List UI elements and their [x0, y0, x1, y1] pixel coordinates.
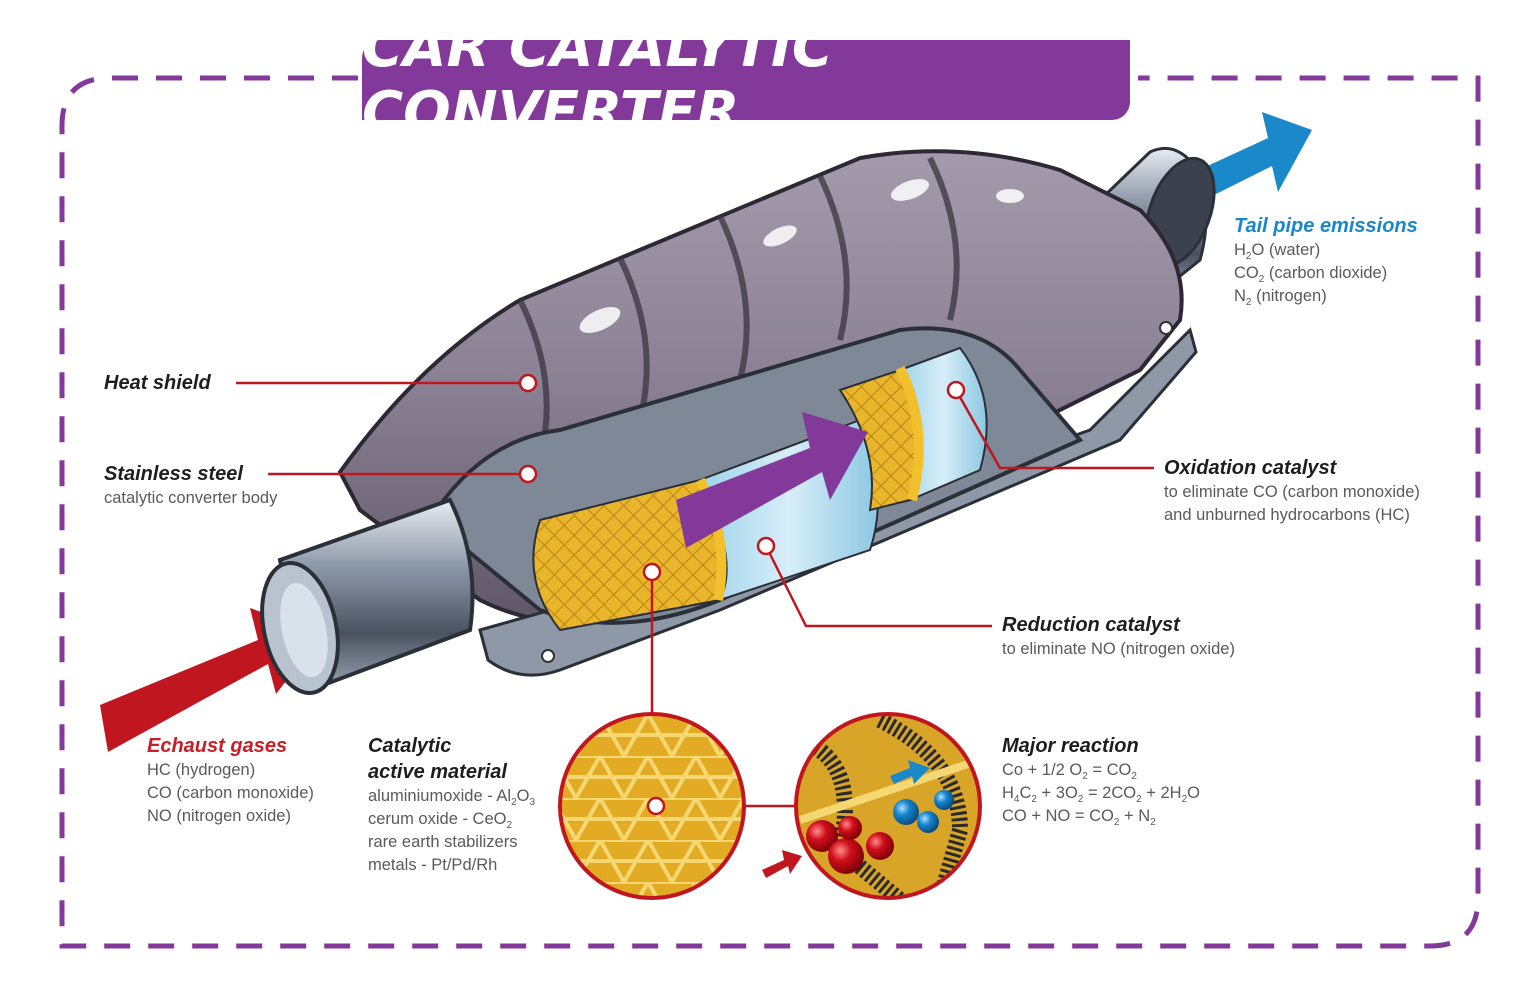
- exhaust-co: CO (carbon monoxide): [147, 784, 314, 802]
- label-reduction-catalyst: Reduction catalyst to eliminate NO (nitr…: [1002, 612, 1235, 661]
- reaction-title: Major reaction: [1002, 735, 1139, 757]
- tail-pipe-n2: N2 (nitrogen): [1234, 287, 1327, 308]
- small-red-arrow: [762, 850, 802, 878]
- label-exhaust-gases: Echaust gases HC (hydrogen) CO (carbon m…: [147, 733, 314, 828]
- catalytic-title-1: Catalytic: [368, 735, 452, 757]
- page-title: CAR CATALYTIC CONVERTER: [362, 15, 833, 145]
- catalytic-metals: metals - Pt/Pd/Rh: [368, 856, 498, 874]
- oxidation-title: Oxidation catalyst: [1164, 457, 1337, 479]
- shield-highlights: [579, 179, 1024, 333]
- tail-pipe-co2: CO2 (carbon dioxide): [1234, 264, 1388, 285]
- reaction-1: Co + 1/2 O2 = CO2: [1002, 761, 1137, 782]
- oxidation-desc-2: and unburned hydrocarbons (HC): [1164, 506, 1410, 524]
- emission-arrow: [1188, 112, 1312, 204]
- heat-shield-title: Heat shield: [104, 372, 211, 394]
- callout-dots: [518, 373, 966, 582]
- reduction-title: Reduction catalyst: [1002, 614, 1180, 636]
- tail-pipe-water: H2O (water): [1234, 241, 1321, 262]
- shield-ribs: [517, 156, 960, 461]
- magnified-mesh: [558, 712, 746, 900]
- label-catalytic-material: Catalytic active material aluminiumoxide…: [368, 733, 535, 877]
- title-banner: CAR CATALYTIC CONVERTER: [362, 15, 1130, 145]
- stainless-steel-desc: catalytic converter body: [104, 489, 278, 507]
- reaction-2: H4C2 + 3O2 = 2CO2 + 2H2O: [1002, 784, 1200, 805]
- catalytic-stabilizers: rare earth stabilizers: [368, 833, 518, 851]
- label-major-reaction: Major reaction Co + 1/2 O2 = CO2 H4C2 + …: [1002, 733, 1200, 828]
- oxidation-desc-1: to eliminate CO (carbon monoxide): [1164, 483, 1420, 501]
- exhaust-no: NO (nitrogen oxide): [147, 807, 291, 825]
- label-stainless-steel: Stainless steel catalytic converter body: [104, 461, 277, 510]
- reaction-3: CO + NO = CO2 + N2: [1002, 807, 1156, 828]
- inlet-pipe: [260, 497, 475, 695]
- tail-pipe-title: Tail pipe emissions: [1234, 215, 1418, 237]
- catalytic-ceo2: cerum oxide - CeO2: [368, 810, 513, 831]
- label-heat-shield: Heat shield: [104, 370, 211, 396]
- exhaust-hc: HC (hydrogen): [147, 761, 256, 779]
- reduction-desc: to eliminate NO (nitrogen oxide): [1002, 640, 1235, 658]
- label-oxidation-catalyst: Oxidation catalyst to eliminate CO (carb…: [1164, 455, 1420, 527]
- dashed-frame: [59, 75, 1481, 949]
- flow-arrow: [676, 412, 868, 548]
- catalytic-title-2: active material: [368, 761, 507, 783]
- exhaust-title: Echaust gases: [147, 735, 288, 757]
- stainless-steel-title: Stainless steel: [104, 463, 243, 485]
- magnified-reaction: [794, 712, 982, 900]
- catalytic-al2o3: aluminiumoxide - Al2O3: [368, 787, 536, 808]
- label-tail-pipe: Tail pipe emissions H2O (water) CO2 (car…: [1234, 213, 1418, 308]
